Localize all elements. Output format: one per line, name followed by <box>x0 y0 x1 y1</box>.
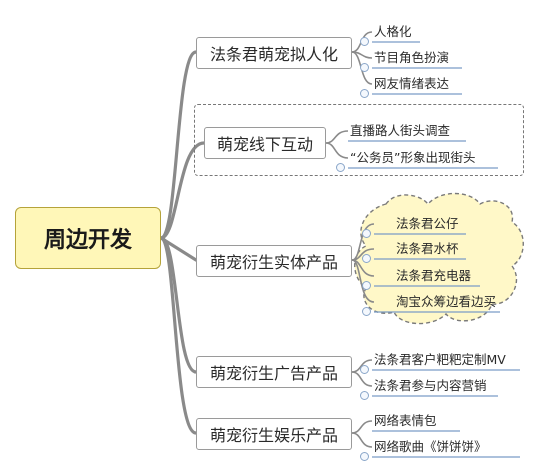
leaf-crowdfunding[interactable]: 淘宝众筹边看边买 <box>396 293 497 309</box>
leaf-netizen-emotion[interactable]: 网友情绪表达 <box>374 75 450 91</box>
note-icon <box>360 89 369 98</box>
note-icon <box>360 365 369 374</box>
note-icon <box>360 63 369 72</box>
branch-offline-interaction[interactable]: 萌宠线下互动 <box>204 127 326 159</box>
leaf-content-marketing[interactable]: 法条君参与内容营销 <box>374 377 487 393</box>
leaf-web-song[interactable]: 网络歌曲《饼饼饼》 <box>374 438 487 454</box>
note-icon <box>360 452 369 461</box>
leaf-street-survey[interactable]: 直播路人街头调查 <box>350 122 451 138</box>
branch-physical-products[interactable]: 萌宠衍生实体产品 <box>196 245 352 277</box>
leaf-custom-mv[interactable]: 法条君客户粑粑定制MV <box>374 351 506 367</box>
leaf-role-play[interactable]: 节目角色扮演 <box>374 49 450 65</box>
branch-ad-products[interactable]: 萌宠衍生广告产品 <box>196 356 352 388</box>
branch-entertainment-products[interactable]: 萌宠衍生娱乐产品 <box>196 418 352 450</box>
leaf-charger[interactable]: 法条君充电器 <box>396 267 472 283</box>
note-icon <box>362 281 371 290</box>
note-icon <box>362 229 371 238</box>
note-icon <box>362 254 371 263</box>
leaf-doll[interactable]: 法条君公仔 <box>396 215 459 231</box>
leaf-cup[interactable]: 法条君水杯 <box>396 240 459 256</box>
root-topic[interactable]: 周边开发 <box>15 207 161 269</box>
note-icon <box>360 37 369 46</box>
branch-anthropomorphize[interactable]: 法条君萌宠拟人化 <box>196 37 352 69</box>
leaf-personality[interactable]: 人格化 <box>374 23 412 39</box>
offline-interaction-group <box>194 104 524 176</box>
leaf-civil-servant-image[interactable]: “公务员”形象出现街头 <box>350 149 476 165</box>
leaf-emoji-pack[interactable]: 网络表情包 <box>374 412 437 428</box>
note-icon <box>336 163 345 172</box>
note-icon <box>360 391 369 400</box>
note-icon <box>362 307 371 316</box>
